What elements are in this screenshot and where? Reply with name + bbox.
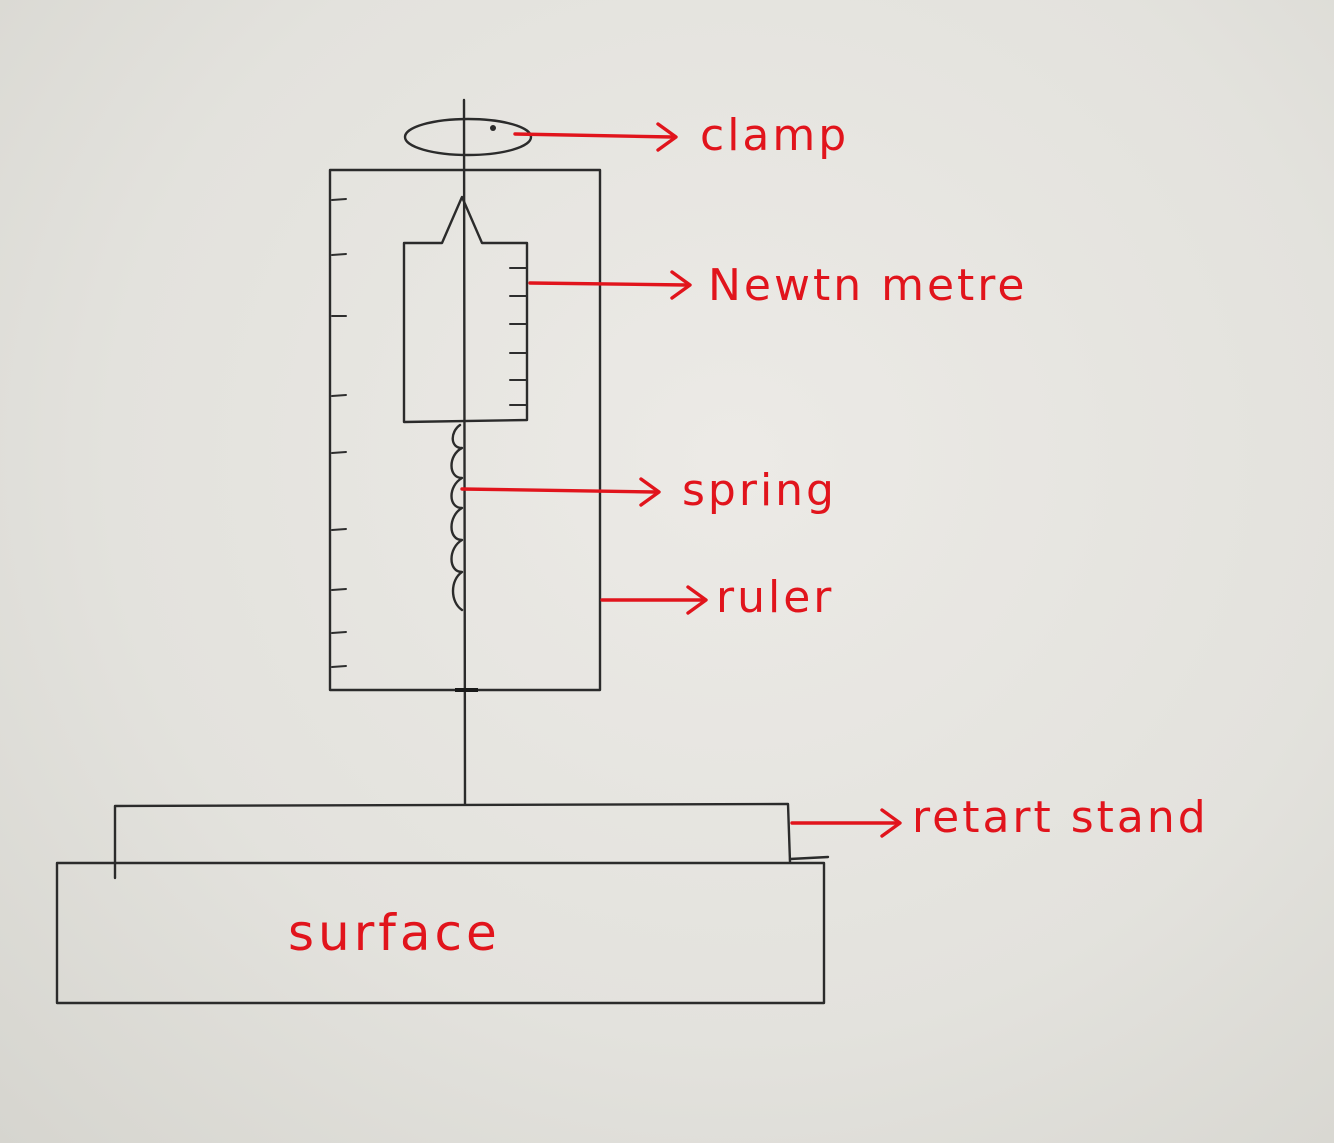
surface-top-extension <box>788 855 830 861</box>
clamp-screw <box>490 125 496 131</box>
clamp-arrow <box>513 122 678 152</box>
label-newton-metre: Newtn metre <box>708 260 1027 311</box>
retort-stand-base <box>113 802 792 880</box>
newton-metre-scale <box>509 267 527 406</box>
spring-arrow <box>460 477 661 507</box>
retort-stand-rod <box>462 98 467 806</box>
newton-metre-arrow <box>528 270 692 300</box>
label-clamp: clamp <box>700 110 849 161</box>
ruler-arrow <box>600 585 708 615</box>
clamp-ring <box>403 117 533 157</box>
spring-coil <box>450 423 464 612</box>
label-ruler: ruler <box>716 572 834 623</box>
label-spring: spring <box>682 465 837 516</box>
label-retort-stand: retart stand <box>912 792 1209 843</box>
label-surface: surface <box>288 904 501 962</box>
newton-metre-body <box>402 195 529 424</box>
retort-stand-arrow <box>790 808 902 838</box>
surface-box <box>55 861 826 1005</box>
ruler-ticks <box>331 198 347 668</box>
